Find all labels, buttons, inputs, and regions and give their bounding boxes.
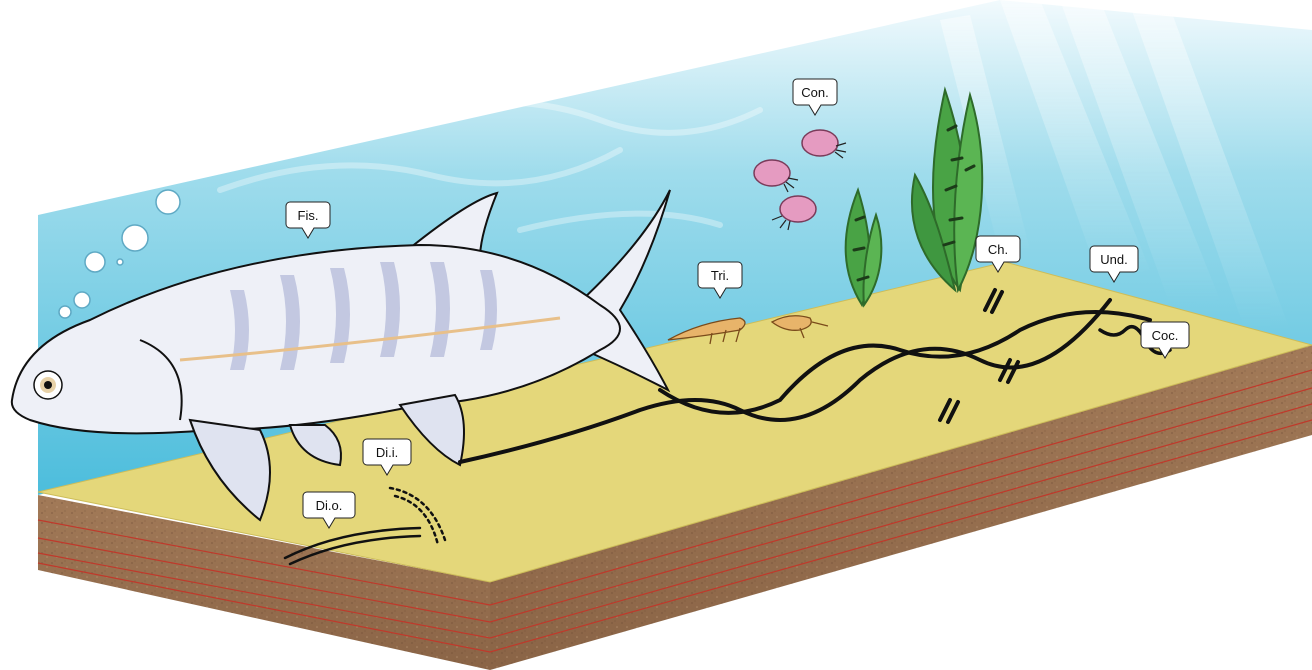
- label-dii-text: Di.i.: [376, 445, 398, 460]
- label-fis-text: Fis.: [298, 208, 319, 223]
- label-tri-text: Tri.: [711, 268, 729, 283]
- label-coc-text: Coc.: [1152, 328, 1179, 343]
- label-dio-text: Di.o.: [316, 498, 343, 513]
- label-und-text: Und.: [1100, 252, 1127, 267]
- label-con-text: Con.: [801, 85, 828, 100]
- label-ch-text: Ch.: [988, 242, 1008, 257]
